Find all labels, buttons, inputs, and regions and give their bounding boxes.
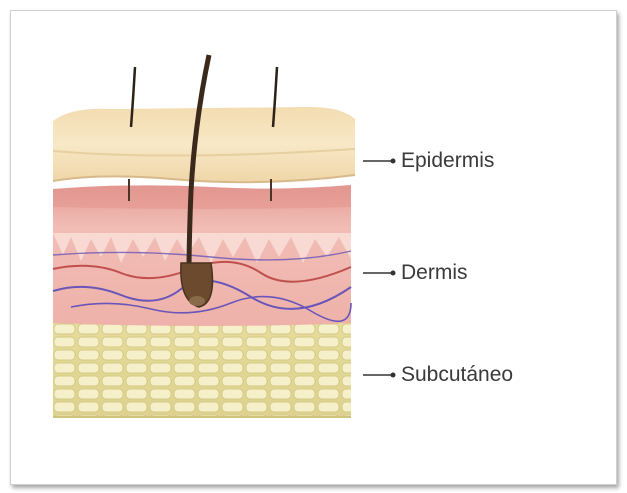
- label-epidermis: Epidermis: [401, 149, 494, 173]
- epidermis-layer: [53, 107, 355, 182]
- subcutaneous-layer: [53, 321, 351, 417]
- skin-layers-diagram: [11, 11, 616, 484]
- label-dermis: Dermis: [401, 261, 468, 285]
- leader-dot-icon: [363, 159, 396, 378]
- label-subcutaneous: Subcutáneo: [401, 363, 513, 387]
- diagram-frame: Epidermis Dermis Subcutáneo: [10, 10, 617, 485]
